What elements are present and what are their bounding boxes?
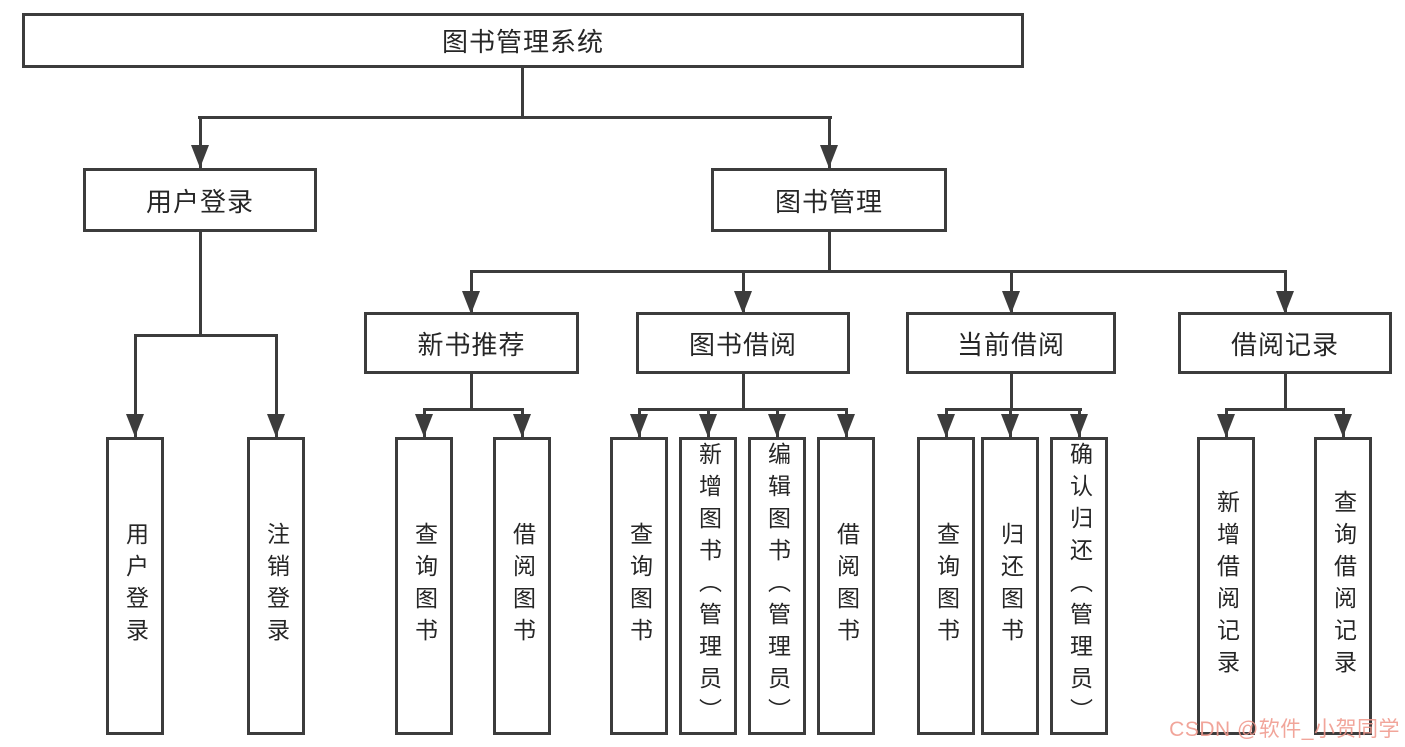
leaf-add-book-admin: 新增图书（管理员） [679, 437, 737, 735]
connector-new-book-stem [470, 374, 473, 410]
arrowhead-icon [734, 291, 752, 314]
node-current-borrow-label: 当前借阅 [956, 329, 1065, 360]
node-borrow-record-label: 借阅记录 [1230, 329, 1339, 360]
leaf-logout: 注销登录 [247, 437, 305, 735]
leaf-edit-book-admin: 编辑图书（管理员） [748, 437, 806, 735]
node-root-label: 图书管理系统 [441, 27, 604, 57]
node-user-login-label: 用户登录 [145, 186, 254, 217]
connector-current-borrow-rail [945, 408, 1082, 411]
arrowhead-icon [1070, 414, 1088, 437]
connector-to-leaf [134, 334, 137, 437]
connector-borrow-record-stem [1284, 374, 1287, 410]
connector-to-book-mgmt [828, 116, 831, 168]
connector-user-login-stem [199, 232, 202, 336]
arrowhead-icon [820, 145, 838, 168]
leaf-query-book-3: 查询图书 [917, 437, 975, 735]
node-book-borrow-label: 图书借阅 [688, 329, 797, 360]
leaf-borrow-book-2: 借阅图书 [817, 437, 875, 735]
arrowhead-icon [267, 414, 285, 437]
arrowhead-icon [699, 414, 717, 437]
node-root: 图书管理系统 [22, 13, 1024, 68]
arrowhead-icon [191, 145, 209, 168]
connector-book-borrow-rail [638, 408, 848, 411]
leaf-borrow-book-2-label: 借阅图书 [833, 522, 860, 650]
arrowhead-icon [837, 414, 855, 437]
arrowhead-icon [126, 414, 144, 437]
connector-book-mgmt-stem [828, 232, 831, 273]
node-book-management-label: 图书管理 [774, 186, 883, 217]
arrowhead-icon [1002, 291, 1020, 314]
leaf-query-book-2: 查询图书 [610, 437, 668, 735]
arrowhead-icon [768, 414, 786, 437]
leaf-query-book-2-label: 查询图书 [626, 522, 653, 650]
leaf-edit-book-admin-label: 编辑图书（管理员） [764, 442, 791, 730]
node-current-borrow: 当前借阅 [906, 312, 1116, 374]
leaf-borrow-book-1: 借阅图书 [493, 437, 551, 735]
leaf-add-book-admin-label: 新增图书（管理员） [695, 442, 722, 730]
node-new-book-recommend: 新书推荐 [364, 312, 579, 374]
leaf-user-login: 用户登录 [106, 437, 164, 735]
leaf-query-book-1-label: 查询图书 [411, 522, 438, 650]
leaf-user-login-label: 用户登录 [122, 522, 149, 650]
connector-borrow-record-rail [1225, 408, 1345, 411]
arrowhead-icon [1276, 291, 1294, 314]
connector-new-book-rail [423, 408, 524, 411]
connector-root-rail [198, 116, 832, 119]
arrowhead-icon [1217, 414, 1235, 437]
connector-user-login-rail [134, 334, 278, 337]
leaf-return-book-label: 归还图书 [997, 522, 1024, 650]
leaf-add-borrow-record-label: 新增借阅记录 [1213, 490, 1240, 682]
leaf-confirm-return-admin: 确认归还（管理员） [1050, 437, 1108, 735]
watermark: CSDN @软件_小贺同学 [1169, 718, 1400, 741]
connector-book-mgmt-rail [470, 270, 1287, 273]
connector-current-borrow-stem [1010, 374, 1013, 410]
leaf-query-borrow-record: 查询借阅记录 [1314, 437, 1372, 735]
leaf-logout-label: 注销登录 [263, 522, 290, 650]
leaf-add-borrow-record: 新增借阅记录 [1197, 437, 1255, 735]
connector-root-stem [521, 68, 524, 118]
leaf-confirm-return-admin-label: 确认归还（管理员） [1066, 442, 1093, 730]
node-user-login: 用户登录 [83, 168, 317, 232]
connector-to-user-login [199, 116, 202, 168]
arrowhead-icon [513, 414, 531, 437]
leaf-query-borrow-record-label: 查询借阅记录 [1330, 490, 1357, 682]
leaf-borrow-book-1-label: 借阅图书 [509, 522, 536, 650]
connector-to-leaf [275, 334, 278, 437]
arrowhead-icon [462, 291, 480, 314]
node-book-management: 图书管理 [711, 168, 947, 232]
arrowhead-icon [630, 414, 648, 437]
arrowhead-icon [1334, 414, 1352, 437]
arrowhead-icon [1001, 414, 1019, 437]
node-borrow-record: 借阅记录 [1178, 312, 1392, 374]
leaf-query-book-1: 查询图书 [395, 437, 453, 735]
leaf-return-book: 归还图书 [981, 437, 1039, 735]
node-new-book-recommend-label: 新书推荐 [417, 329, 526, 360]
connector-book-borrow-stem [742, 374, 745, 410]
arrowhead-icon [937, 414, 955, 437]
node-book-borrow: 图书借阅 [636, 312, 850, 374]
leaf-query-book-3-label: 查询图书 [933, 522, 960, 650]
arrowhead-icon [415, 414, 433, 437]
